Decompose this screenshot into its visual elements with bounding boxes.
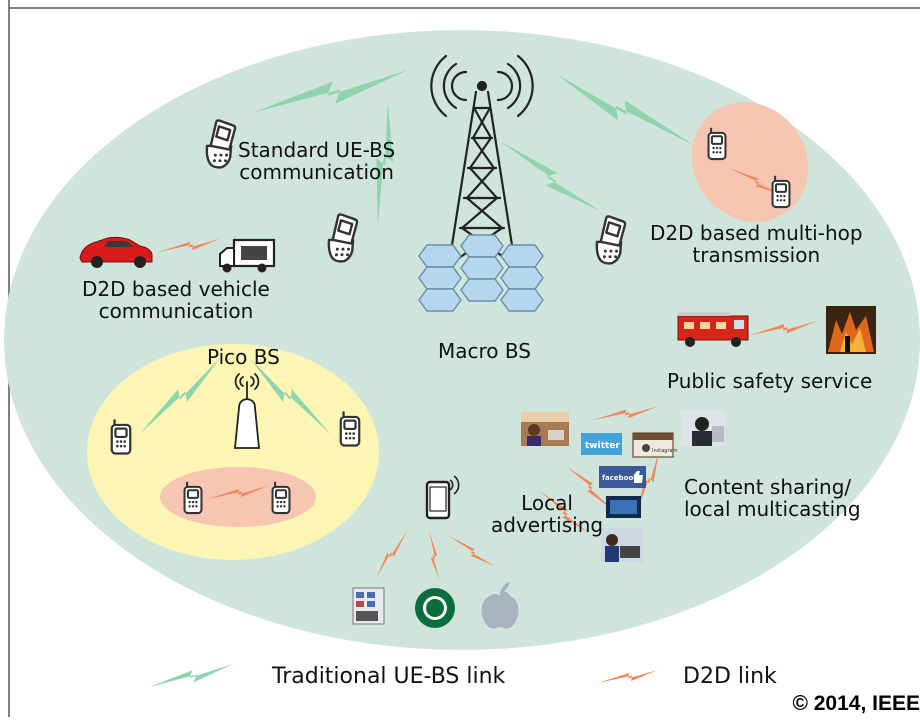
d2d-vehicle-label: D2D based vehicle communication bbox=[82, 278, 270, 323]
fire-truck-icon bbox=[677, 312, 749, 347]
pico-bs-icon bbox=[234, 373, 260, 449]
car-icon bbox=[79, 236, 153, 268]
svg-text:facebook: facebook bbox=[602, 474, 638, 482]
pico-bs-label: Pico BS bbox=[207, 345, 280, 369]
macro-bs-tower-icon bbox=[430, 54, 534, 260]
legend-traditional-label: Traditional UE-BS link bbox=[272, 664, 506, 689]
instagram-logo-image: Instagram bbox=[632, 432, 678, 458]
twitter-logo-image: twitter bbox=[581, 433, 622, 455]
facebook-logo-image: facebook bbox=[599, 466, 646, 488]
truck-icon bbox=[219, 238, 276, 273]
d2d-vehicle-line-2: communication bbox=[98, 299, 254, 324]
local-advertising-line-1: Local bbox=[521, 491, 573, 515]
starbucks-logo-icon bbox=[415, 588, 455, 628]
legend-d2d-icon bbox=[598, 670, 658, 683]
video-screen-image bbox=[606, 496, 641, 518]
content-sharing-line-2: local multicasting bbox=[684, 497, 861, 522]
svg-text:Instagram: Instagram bbox=[652, 448, 678, 454]
cellphone-icon bbox=[339, 410, 361, 447]
macro-bs-label: Macro BS bbox=[438, 339, 531, 363]
copyright-notice: © 2014, IEEE bbox=[792, 692, 920, 715]
content-sharing-line-1: Content sharing/ bbox=[684, 475, 852, 499]
cellphone-icon bbox=[771, 174, 791, 209]
person-photo-image bbox=[521, 412, 569, 446]
cellphone-icon bbox=[110, 418, 132, 455]
local-advertising-label: Local advertising bbox=[491, 492, 603, 537]
hex-cell-grid bbox=[418, 234, 544, 312]
legend-d2d-label: D2D link bbox=[683, 664, 777, 689]
person-laptop-image bbox=[601, 528, 643, 562]
content-sharing-label: Content sharing/ local multicasting bbox=[684, 476, 861, 521]
legend-traditional-icon bbox=[149, 664, 233, 688]
apple-logo-icon bbox=[481, 582, 519, 629]
svg-text:twitter: twitter bbox=[585, 441, 620, 451]
standard-ue-bs-label: Standard UE-BS communication bbox=[238, 139, 395, 184]
d2d-vehicle-line-1: D2D based vehicle bbox=[82, 277, 270, 301]
standard-ue-bs-line-1: Standard UE-BS bbox=[238, 138, 396, 162]
local-advertising-line-2: advertising bbox=[491, 513, 604, 538]
fire-scene-image bbox=[826, 306, 876, 354]
store-front-image bbox=[352, 587, 385, 625]
d2d-multihop-line-1: D2D based multi-hop bbox=[650, 221, 863, 245]
smartphone-icon bbox=[425, 475, 460, 520]
cellphone-icon bbox=[183, 480, 203, 515]
public-safety-label: Public safety service bbox=[667, 369, 873, 393]
pico-d2d-ellipse bbox=[160, 467, 316, 527]
d2d-multihop-line-2: transmission bbox=[692, 243, 821, 268]
cellphone-icon bbox=[707, 126, 727, 161]
cellphone-icon bbox=[271, 480, 291, 515]
d2d-multihop-label: D2D based multi-hop transmission bbox=[650, 222, 863, 267]
person-photo-image bbox=[681, 410, 725, 446]
standard-ue-bs-line-2: communication bbox=[239, 160, 394, 185]
